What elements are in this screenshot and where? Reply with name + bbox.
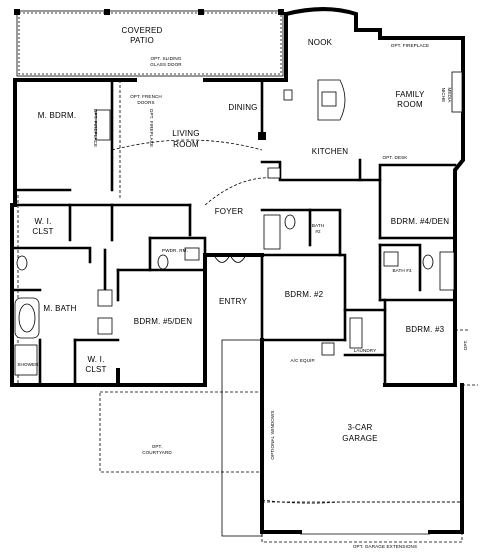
interior-walls	[10, 78, 457, 387]
exterior-walls	[10, 7, 465, 534]
note-ac-equip: A/C EQUIP.	[291, 358, 316, 363]
note-opt-garage-extensions: OPT. GARAGE EXTENSIONS	[353, 544, 417, 549]
label-covered-patio-1: COVERED	[122, 26, 163, 35]
label-kitchen: KITCHEN	[312, 147, 349, 156]
label-bedroom-5: BDRM. #5/DEN	[134, 317, 192, 326]
optional-elements	[17, 80, 478, 543]
fixtures	[14, 71, 463, 537]
label-living-room-2: ROOM	[173, 140, 199, 149]
note-opt-fireplace-mbdrm: OPT. FIREPLACE	[93, 109, 98, 147]
note-opt-fireplace-living: OPT. FIREPLACE	[149, 109, 154, 147]
note-sliding-door-1: OPT. SLIDING	[150, 56, 181, 61]
label-entry: ENTRY	[219, 297, 247, 306]
label-bedroom-3: BDRM. #3	[406, 325, 445, 334]
label-master-bath: M. BATH	[43, 304, 76, 313]
note-opt-desk: OPT. DESK	[383, 155, 409, 160]
note-opt-fireplace-family: OPT. FIREPLACE	[391, 43, 429, 48]
label-family-room-2: ROOM	[397, 100, 423, 109]
label-powder-room: PWDR. RM.	[162, 248, 188, 253]
label-foyer: FOYER	[215, 207, 244, 216]
label-garage-2: GARAGE	[342, 434, 377, 443]
note-opt-courtyard-2: COURTYARD	[142, 450, 172, 455]
label-bath-2-2: #2	[315, 229, 321, 234]
note-opt-courtyard-1: OPT.	[152, 444, 163, 449]
note-media-niche-1: MEDIA	[447, 87, 452, 103]
label-bedroom-4: BDRM. #4/DEN	[391, 217, 449, 226]
label-wi-closet-top-1: W. I.	[35, 217, 52, 226]
label-garage-1: 3-CAR	[347, 423, 372, 432]
label-nook: NOOK	[308, 38, 333, 47]
label-bath-2-1: BATH	[312, 223, 324, 228]
room-labels: COVERED PATIO NOOK FAMILY ROOM M. BDRM. …	[32, 26, 449, 443]
label-wi-closet-top-2: CLST	[32, 227, 53, 236]
label-dining: DINING	[228, 103, 257, 112]
covered-patio-area	[14, 9, 284, 77]
note-french-doors-1: OPT. FRENCH	[130, 94, 162, 99]
label-wi-closet-bottom-2: CLST	[85, 365, 106, 374]
label-family-room-1: FAMILY	[395, 90, 425, 99]
label-master-bedroom: M. BDRM.	[38, 111, 77, 120]
label-bedroom-2: BDRM. #2	[285, 290, 324, 299]
note-optional-windows: OPTIONAL WINDOWS	[270, 410, 275, 459]
label-laundry: LAUNDRY	[354, 348, 377, 353]
plan-notes: OPT. SLIDING GLASS DOOR OPT. FRENCH DOOR…	[17, 43, 468, 549]
note-shower: SHOWER	[17, 362, 39, 367]
label-living-room-1: LIVING	[172, 129, 199, 138]
note-french-doors-2: DOORS	[137, 100, 154, 105]
label-wi-closet-bottom-1: W. I.	[88, 355, 105, 364]
note-opt: OPT.	[463, 340, 468, 351]
label-covered-patio-2: PATIO	[130, 36, 154, 45]
label-bath-3: BATH #3	[393, 268, 412, 273]
note-media-niche-2: NICHE	[441, 88, 446, 103]
note-sliding-door-2: GLASS DOOR	[150, 62, 182, 67]
